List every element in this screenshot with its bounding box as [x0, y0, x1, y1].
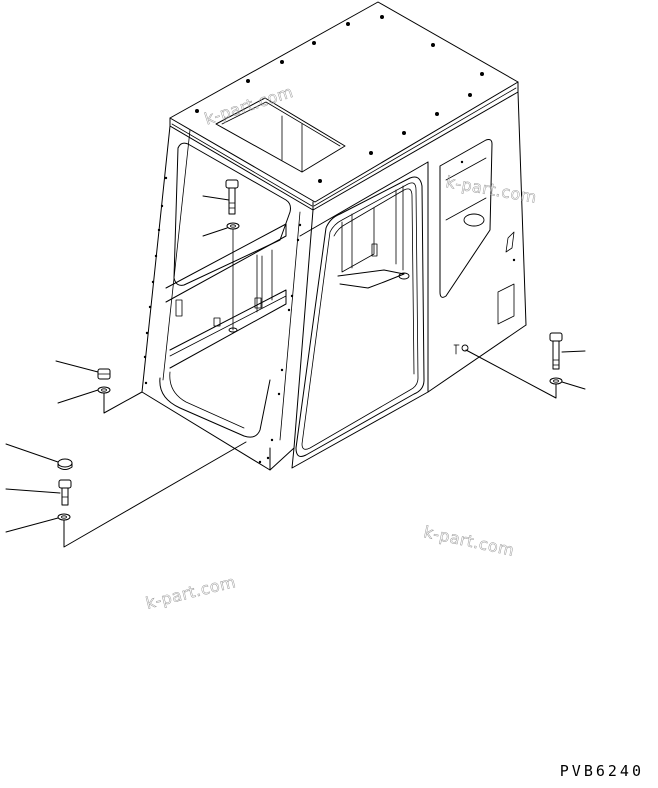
right-bolt-assembly	[465, 332, 586, 399]
left-nut-assembly	[55, 360, 143, 414]
drawing-code: PVB6240	[559, 762, 644, 780]
washer-icon	[549, 377, 563, 385]
roof-bolt-holes	[195, 15, 484, 183]
washer-icon	[97, 386, 111, 394]
bolt-icon	[549, 332, 563, 370]
cab-door-side	[291, 91, 527, 469]
cap-icon	[57, 458, 73, 470]
front-bolt-assembly	[5, 441, 247, 548]
washer-icon	[57, 513, 71, 521]
top-bolt-assembly	[202, 179, 240, 331]
cab-front-frame	[141, 125, 314, 471]
bolt-icon	[58, 479, 72, 506]
bolt-icon	[225, 179, 239, 215]
washer-icon	[226, 222, 240, 230]
nut-icon	[97, 368, 111, 380]
